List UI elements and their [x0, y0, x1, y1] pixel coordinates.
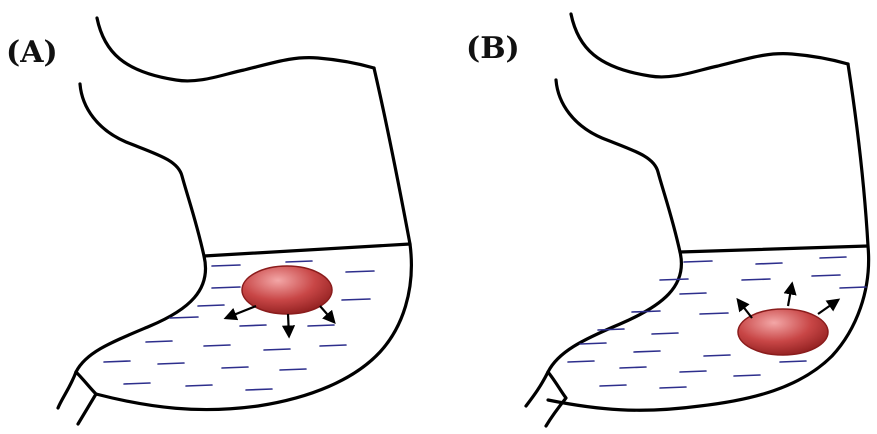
- panel-a-label: (A): [6, 35, 58, 70]
- stomach-outline-b: [526, 14, 869, 426]
- greater-curvature-wall-b: [548, 64, 869, 410]
- esophagus-outer-wall-b: [571, 14, 848, 77]
- arrow-b-up: [788, 284, 792, 306]
- duodenum-wall-a: [58, 372, 76, 408]
- fluid-surface-line-b: [680, 246, 868, 252]
- panel-a: (A): [6, 18, 411, 424]
- arrow-b-left: [738, 300, 752, 318]
- arrow-a-right: [320, 306, 334, 322]
- panel-b: (B): [466, 14, 869, 426]
- fluid-dashes-a: [104, 261, 374, 390]
- stomach-outline-a: [58, 18, 411, 424]
- lesser-curvature-wall-a: [76, 84, 206, 372]
- arrow-a-left: [226, 306, 256, 318]
- arrow-a-down: [288, 314, 289, 336]
- lesser-curvature-wall-b: [548, 80, 681, 372]
- panel-b-label: (B): [466, 31, 520, 66]
- greater-curvature-wall-a: [96, 68, 411, 410]
- particle-b: [738, 284, 838, 355]
- arrow-b-right: [818, 300, 838, 314]
- duodenum-wall-b: [526, 372, 548, 406]
- esophagus-outer-wall-a: [97, 18, 374, 81]
- pylorus-outlet-a: [76, 372, 96, 424]
- fluid-surface-line-a: [204, 244, 410, 256]
